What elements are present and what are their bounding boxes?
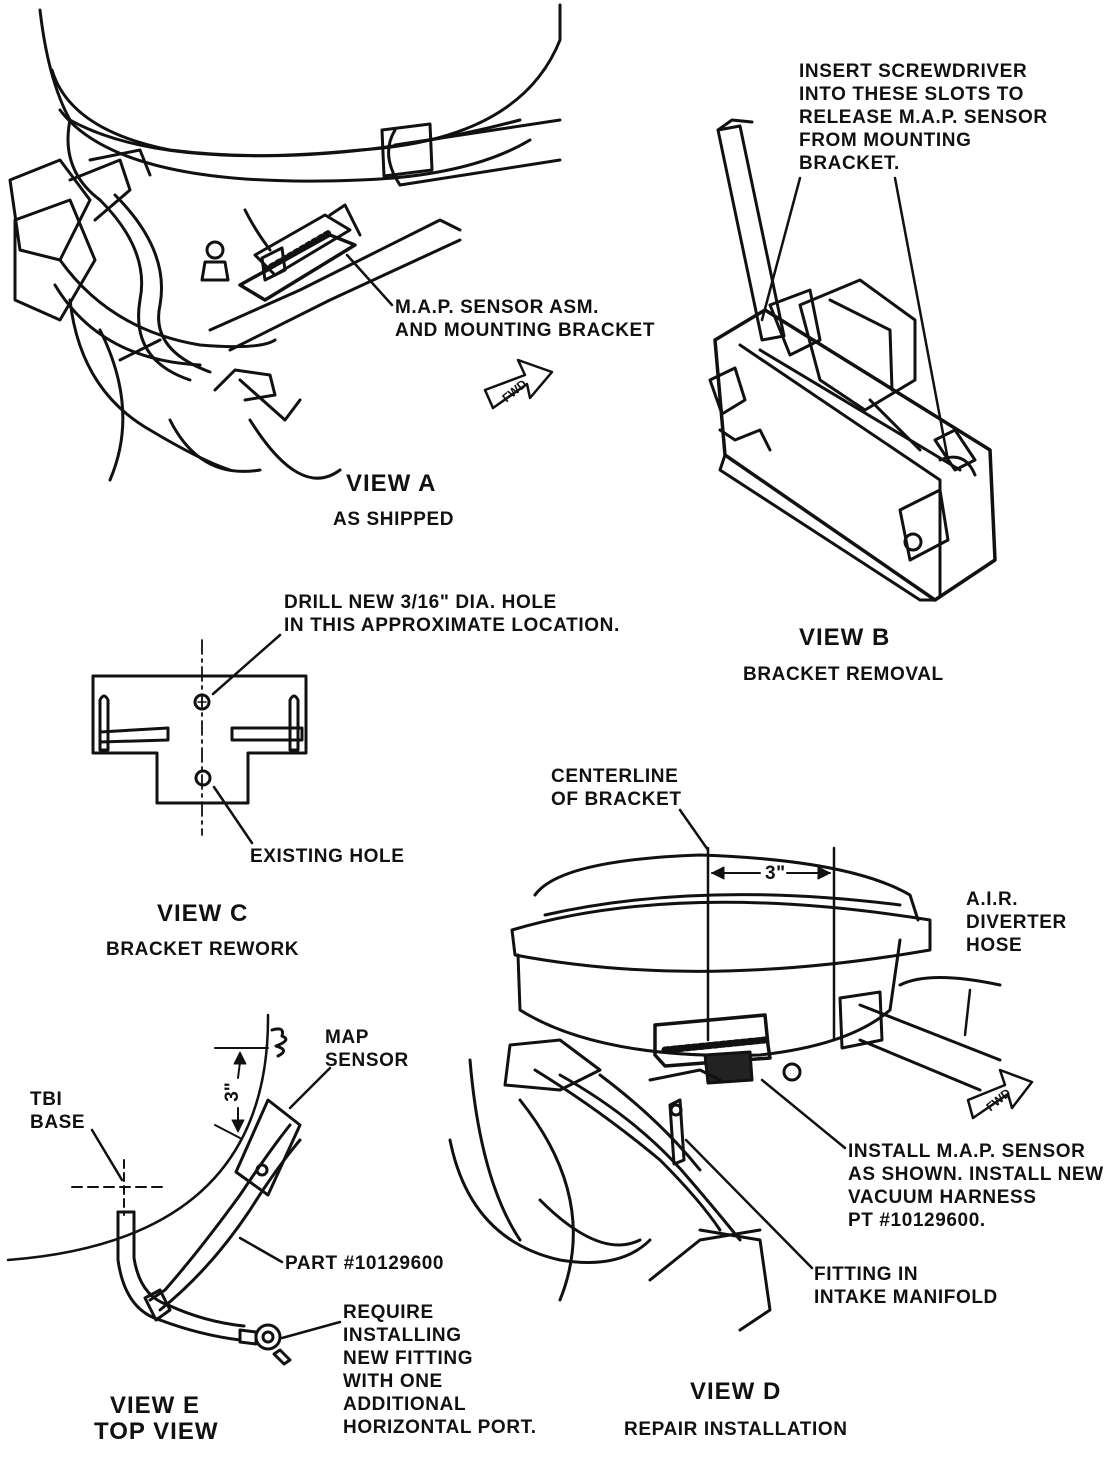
view-b-illustration: [708, 118, 997, 602]
view-c-title: VIEW C: [157, 900, 249, 927]
view-c-subtitle: BRACKET REWORK: [106, 939, 300, 960]
view-e-fitting-callout: REQUIRE INSTALLING NEW FITTING WITH ONE …: [343, 1302, 537, 1438]
view-d-subtitle: REPAIR INSTALLATION: [624, 1419, 848, 1440]
view-d-dimension-label: 3": [765, 863, 786, 884]
view-b-slots-callout: INSERT SCREWDRIVER INTO THESE SLOTS TO R…: [799, 61, 1048, 174]
view-c-illustration: [91, 633, 308, 845]
view-e-illustration: [6, 1013, 342, 1366]
view-e-dimension-label: 3": [222, 1082, 243, 1102]
view-d-centerline-callout: CENTERLINE OF BRACKET: [551, 766, 682, 810]
view-e-map-sensor-callout: MAP SENSOR: [325, 1027, 409, 1071]
view-a-title: VIEW A: [346, 470, 437, 497]
view-e-subtitle: TOP VIEW: [94, 1418, 219, 1445]
view-d-illustration: [448, 808, 1034, 1332]
view-b-title: VIEW B: [799, 624, 891, 651]
view-e-tbi-base-callout: TBI BASE: [30, 1089, 86, 1133]
view-a-subtitle: AS SHIPPED: [333, 509, 455, 530]
view-d-fitting-callout: FITTING IN INTAKE MANIFOLD: [814, 1264, 998, 1308]
view-e-title: VIEW E: [110, 1392, 201, 1419]
view-d-diverter-callout: A.I.R. DIVERTER HOSE: [966, 889, 1067, 956]
view-e-part-callout: PART #10129600: [285, 1253, 445, 1274]
view-c-drill-callout: DRILL NEW 3/16" DIA. HOLE IN THIS APPROX…: [284, 592, 620, 636]
view-d-title: VIEW D: [690, 1378, 782, 1405]
view-d-install-callout: INSTALL M.A.P. SENSOR AS SHOWN. INSTALL …: [848, 1141, 1104, 1231]
view-c-existing-hole-callout: EXISTING HOLE: [250, 846, 405, 867]
view-a-sensor-callout: M.A.P. SENSOR ASM. AND MOUNTING BRACKET: [395, 297, 656, 341]
view-b-subtitle: BRACKET REMOVAL: [743, 664, 944, 685]
view-a-illustration: [8, 3, 562, 482]
